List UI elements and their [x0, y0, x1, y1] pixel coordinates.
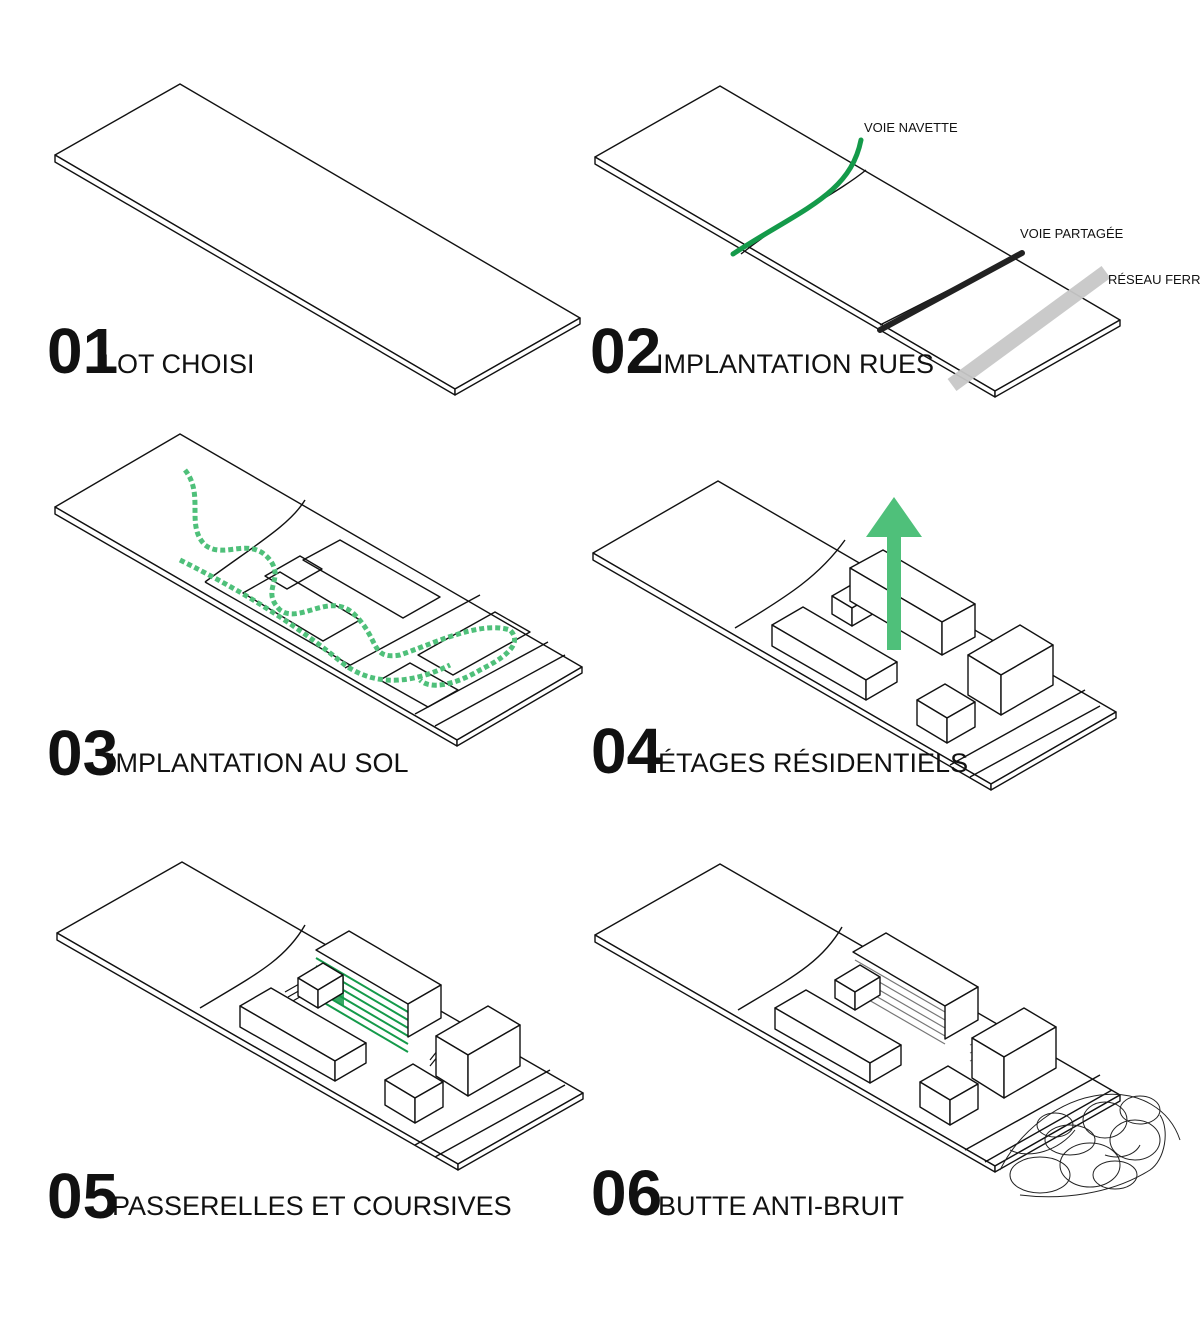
- step-caption-06: BUTTE ANTI-BRUIT: [658, 1191, 904, 1221]
- step-number-05: 05: [47, 1160, 118, 1232]
- street-line: [949, 689, 1086, 766]
- step-caption-01: LOT CHOISI: [102, 349, 255, 379]
- street-curve: [734, 539, 846, 629]
- pedestrian-path-green: [182, 468, 518, 688]
- street-line: [344, 594, 481, 669]
- buildings-05: [239, 930, 521, 1124]
- panel-02: VOIE NAVETTE VOIE PARTAGÉE RÉSEAU FERRÉ …: [590, 85, 1200, 398]
- label-shuttle-lane: VOIE NAVETTE: [864, 120, 958, 135]
- step-number-06: 06: [591, 1157, 662, 1229]
- street-path-green: [178, 557, 452, 683]
- scribble-icon: [999, 1093, 1181, 1198]
- panel-06: 06 BUTTE ANTI-BRUIT: [591, 863, 1181, 1229]
- label-rail-network: RÉSEAU FERRÉ: [1108, 272, 1200, 287]
- panel-04: 04 ÉTAGES RÉSIDENTIELS: [591, 480, 1117, 791]
- slab-04: [592, 480, 1117, 791]
- footprint-b: [264, 555, 323, 590]
- street-line: [434, 1084, 566, 1158]
- street-curve: [199, 924, 306, 1009]
- label-shared-street: VOIE PARTAGÉE: [1020, 226, 1124, 241]
- street-line: [984, 1089, 1113, 1163]
- street-curve: [204, 499, 306, 583]
- arrow-up-icon: [866, 497, 922, 650]
- street-line: [434, 654, 566, 727]
- shuttle-lane-line: [730, 137, 864, 257]
- footprint-d: [379, 662, 459, 708]
- panel-03: 03 IMPLANTATION AU SOL: [47, 433, 583, 789]
- rail-network-band: [947, 265, 1111, 392]
- slab-02: [594, 85, 1121, 398]
- slab-01: [54, 83, 581, 396]
- street-curve: [737, 926, 843, 1011]
- slab-06: [594, 863, 1121, 1173]
- step-number-03: 03: [47, 717, 118, 789]
- panel-01: 01 LOT CHOISI: [47, 83, 581, 396]
- slab-03: [54, 433, 583, 747]
- footprint-c: [302, 539, 441, 619]
- street-line: [969, 705, 1101, 778]
- step-number-02: 02: [590, 315, 661, 387]
- step-caption-02: IMPLANTATION RUES: [656, 349, 934, 379]
- shared-street-line: [877, 250, 1025, 333]
- buildings-06: [774, 932, 1057, 1126]
- step-number-01: 01: [47, 315, 118, 387]
- panel-05: 05 PASSERELLES ET COURSIVES: [47, 861, 584, 1232]
- step-number-04: 04: [591, 715, 663, 787]
- step-caption-04: ÉTAGES RÉSIDENTIELS: [658, 748, 968, 778]
- step-caption-05: PASSERELLES ET COURSIVES: [112, 1191, 512, 1221]
- street-line: [964, 1074, 1101, 1151]
- street-line: [414, 1069, 551, 1146]
- slab-05: [56, 861, 584, 1171]
- step-caption-03: IMPLANTATION AU SOL: [108, 748, 409, 778]
